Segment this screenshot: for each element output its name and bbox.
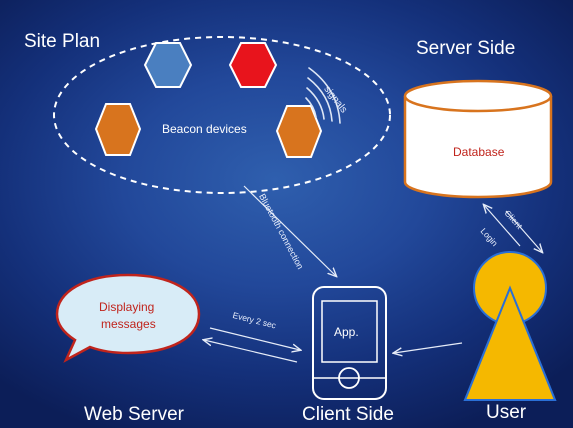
web-server-title: Web Server — [84, 404, 184, 425]
bubble-to-app-arrow — [209, 327, 300, 350]
site-plan-boundary — [53, 36, 391, 194]
server-side-title: Server Side — [416, 38, 516, 59]
displaying-messages-line1: Displaying — [99, 300, 155, 314]
speech-bubble-icon — [55, 273, 201, 363]
phone-icon — [312, 286, 387, 400]
user-to-app-arrow — [394, 342, 463, 353]
database-icon — [403, 79, 553, 199]
displaying-messages-line2: messages — [101, 317, 156, 331]
database-label: Database — [453, 145, 505, 159]
user-to-database-arrow — [484, 205, 521, 247]
signal-icon — [305, 67, 341, 124]
user-icon — [463, 251, 557, 401]
app-to-bubble-arrow — [204, 340, 298, 363]
beacon-orange-left-icon — [94, 103, 142, 156]
beacon-devices-label: Beacon devices — [162, 122, 247, 136]
beacon-blue-icon — [143, 42, 193, 88]
bluetooth-arrow — [243, 185, 336, 276]
user-title: User — [486, 402, 527, 423]
site-plan-title: Site Plan — [24, 31, 101, 52]
client-side-title: Client Side — [302, 404, 394, 425]
beacon-red-icon — [228, 42, 278, 88]
app-label: App. — [334, 325, 359, 339]
database-to-user-arrow — [505, 210, 542, 252]
beacon-orange-right-icon — [275, 105, 323, 158]
